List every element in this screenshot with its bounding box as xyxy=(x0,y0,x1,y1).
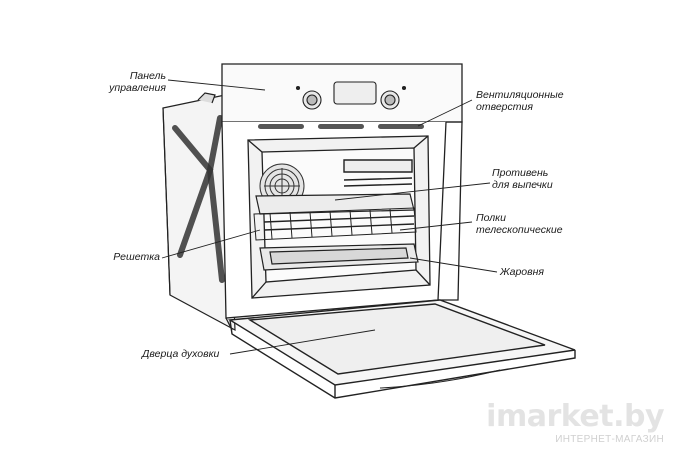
label-vents: Вентиляционные отверстия xyxy=(476,89,564,113)
watermark-logo: imarket.by ИНТЕРНЕТ-МАГАЗИН xyxy=(486,399,664,446)
leader-oven-door xyxy=(229,329,376,355)
leader-telescopic-shelves xyxy=(399,221,473,231)
label-baking-tray: Противень для выпечки xyxy=(492,167,553,191)
label-telescopic-shelves: Полки телескопические xyxy=(476,212,563,236)
leader-baking-tray xyxy=(334,182,491,201)
vent-slots xyxy=(258,124,424,129)
leader-vents xyxy=(417,99,473,127)
oven-door-open xyxy=(227,299,576,399)
leader-roasting-pan xyxy=(409,257,498,273)
roasting-pan xyxy=(259,243,419,271)
label-oven-door: Дверца духовки xyxy=(142,348,220,360)
label-control-panel: Панель управления xyxy=(109,70,166,94)
label-roasting-pan: Жаровня xyxy=(500,266,545,278)
oven-side-panel xyxy=(162,92,236,332)
display-panel xyxy=(333,81,377,105)
leader-grill-rack xyxy=(161,229,261,259)
watermark-subtitle: ИНТЕРНЕТ-МАГАЗИН xyxy=(555,434,664,445)
telescopic-rails xyxy=(263,159,415,231)
label-grill-rack: Решетка xyxy=(113,251,160,263)
leader-lines xyxy=(161,79,498,355)
watermark-name: imarket.by xyxy=(486,399,664,434)
leader-control-panel xyxy=(167,79,266,91)
control-panel xyxy=(295,81,407,110)
